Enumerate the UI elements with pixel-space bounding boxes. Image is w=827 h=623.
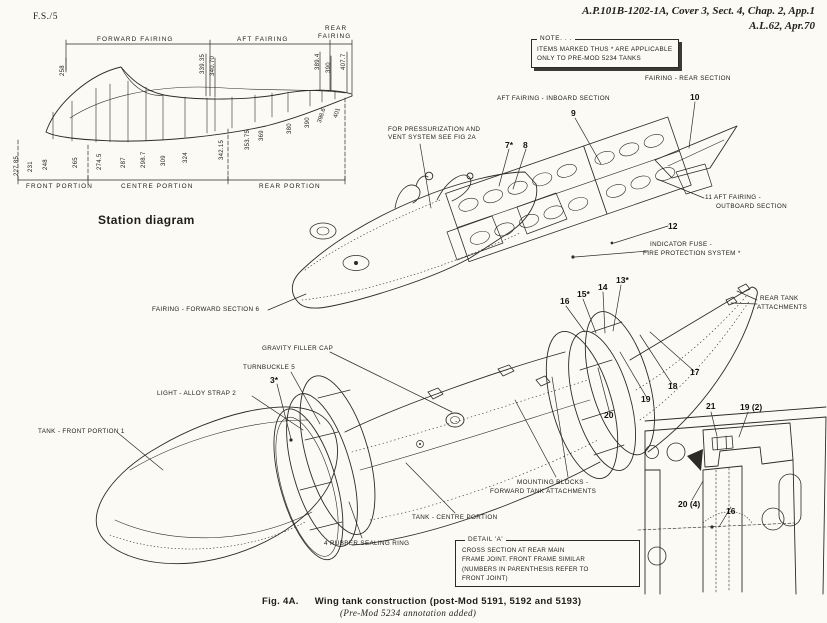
station-353-75: 353.75 [245,129,251,150]
callout-item-3: 3* [270,375,279,385]
station-390-bottom: 390 [305,117,311,128]
callout-item-20-4: 20 (4) [678,499,701,509]
section-forward-fairing: FORWARD FAIRING [97,36,174,43]
callout-item-8: 8 [523,140,528,150]
section-rear-fairing-1: REAR [325,25,348,32]
callout-item-7: 7* [505,140,514,150]
callout-mounting-blocks-2: FORWARD TANK ATTACHMENTS [490,488,597,495]
callout-rear-tank-attachments-1: REAR TANK [760,295,799,302]
figure-title: Wing tank construction (post-Mod 5191, 5… [314,596,582,607]
callout-aft-fairing-outboard-2: OUTBOARD SECTION [716,203,788,210]
leader-lines [117,101,758,539]
callout-item-10: 10 [690,92,700,102]
callout-item-19-2: 19 (2) [740,402,763,412]
detail-a-line4: FRONT JOINT) [462,574,508,582]
figure-caption: Fig. 4A. Wing tank construction (post-Mo… [262,596,581,607]
note-box-title: NOTE. . . [537,35,576,42]
callout-item-19: 19 [641,394,651,404]
callout-item-18: 18 [668,381,678,391]
station-389-4: 389.4 [315,53,321,70]
station-342-15: 342.15 [219,139,225,160]
callout-indicator-fuse-1: INDICATOR FUSE - [650,241,713,248]
station-339-35: 339.35 [200,53,206,74]
section-rear-fairing-2: FAIRING [318,33,352,40]
section-aft-fairing: AFT FAIRING [237,36,289,43]
detail-a-box: DETAIL 'A' CROSS SECTION AT REAR MAIN FR… [455,536,640,588]
figure-number: Fig. 4A. [262,596,299,607]
header-amendment: A.L.62, Apr.70 [749,20,815,32]
callout-gravity-filler-cap: GRAVITY FILLER CAP [262,345,334,352]
section-rear-portion: REAR PORTION [259,183,321,190]
fs-reference: F.S./5 [33,12,58,22]
station-340-70: 340.70 [210,55,216,76]
callout-item-16: 16 [560,296,570,306]
station-324: 324 [183,152,189,163]
callout-pressurization-2: VENT SYSTEM SEE FIG 2A [388,134,477,141]
callout-pressurization-1: FOR PRESSURIZATION AND [388,126,481,133]
tank-assembly-art [95,283,758,565]
detail-a-line2: FRAME JOINT. FRONT FRAME SIMILAR [462,556,586,564]
station-258: 258 [60,65,66,76]
station-227-85: 227.85 [14,155,20,176]
callout-tank-front-portion: TANK - FRONT PORTION 1 [38,428,125,435]
station-248: 248 [43,159,49,170]
callout-item-13: 13* [616,275,629,285]
header-reference: A.P.101B-1202-1A, Cover 3, Sect. 4, Chap… [582,5,815,17]
fairing-assembly-art [291,116,738,309]
callout-item-20: 20 [604,410,614,420]
figure-subtitle: (Pre-Mod 5234 annotation added) [340,608,477,618]
callout-light-alloy-strap: LIGHT - ALLOY STRAP 2 [157,390,237,397]
callout-tank-centre-portion: TANK - CENTRE PORTION [412,514,498,521]
note-box: NOTE. . . ITEMS MARKED THUS * ARE APPLIC… [531,35,679,68]
section-centre-portion: CENTRE PORTION [121,183,194,190]
station-diagram-title: Station diagram [98,213,195,227]
callout-fairing-rear-section: FAIRING - REAR SECTION [645,75,731,82]
station-390-top: 390 [326,62,332,73]
callout-item-17: 17 [690,367,700,377]
station-231: 231 [28,161,34,172]
callout-item-9: 9 [571,108,576,118]
callout-rubber-sealing-ring: 4 RUBBER SEALING RING [324,540,410,547]
station-diagram-art [17,39,353,185]
station-309: 309 [161,155,167,166]
station-265: 265 [73,157,79,168]
note-box-line1: ITEMS MARKED THUS * ARE APPLICABLE [537,46,673,53]
station-298-7: 298.7 [141,151,147,168]
callout-fairing-forward-section: FAIRING - FORWARD SECTION 6 [152,306,260,313]
callout-indicator-fuse-2: FIRE PROTECTION SYSTEM * [643,250,741,257]
station-274-5: 274.5 [97,153,103,170]
note-box-line2: ONLY TO PRE-MOD 5234 TANKS [537,55,642,63]
callout-mounting-blocks-1: MOUNTING BLOCKS - [517,479,589,486]
detail-a-title: DETAIL 'A' [465,536,507,543]
section-front-portion: FRONT PORTION [26,183,93,190]
callout-aft-fairing-outboard-1: 11 AFT FAIRING - [705,194,762,201]
callout-item-12: 12 [668,221,678,231]
detail-a-line3: (NUMBERS IN PARENTHESIS REFER TO [462,565,589,573]
station-380: 380 [287,123,293,134]
station-287: 287 [121,157,127,168]
callout-aft-fairing-inboard: AFT FAIRING - INBOARD SECTION [497,95,610,102]
callout-item-14: 14 [598,282,608,292]
station-407-7: 407.7 [341,53,347,70]
callout-rear-tank-attachments-2: ATTACHMENTS [757,304,808,311]
station-369: 369 [259,130,265,141]
callout-item-16-detail: 16 [726,506,736,516]
callout-turnbuckle: TURNBUCKLE 5 [243,364,296,371]
detail-a-line1: CROSS SECTION AT REAR MAIN [462,547,565,554]
callout-item-21: 21 [706,401,716,411]
detail-a-art [637,406,827,595]
callout-item-15: 15* [577,289,590,299]
